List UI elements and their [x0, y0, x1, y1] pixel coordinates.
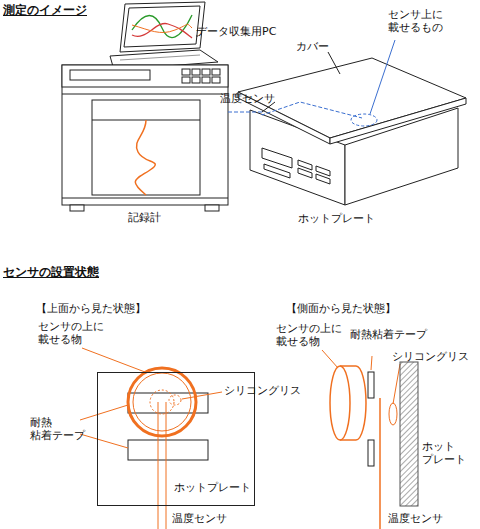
- leader-line: [80, 348, 400, 448]
- part-label: 温度センサ: [220, 92, 275, 105]
- heading: センサの設置状態: [3, 265, 99, 279]
- part-label: 耐熱 粘着テープ: [30, 416, 85, 442]
- part-label: シリコングリス: [224, 384, 301, 397]
- hot-plate: [238, 58, 466, 205]
- heading: 測定のイメージ: [3, 3, 87, 17]
- device-label: データ収集用PC: [196, 25, 276, 38]
- device-label: ホットプレート: [298, 212, 375, 225]
- device-label: 記録計: [128, 211, 161, 224]
- view-title: 【上面から見た状態】: [36, 302, 146, 315]
- node-label: ホットプレート: [174, 481, 251, 494]
- recorder: [62, 65, 228, 211]
- part-label: センサ上に 載せるもの: [388, 8, 443, 34]
- part-label: 温度センサ: [388, 512, 443, 525]
- part-label: センサの上に 載せる物: [38, 320, 104, 346]
- part-label: カバー: [296, 40, 329, 53]
- part-label: ホット プレート: [422, 440, 466, 466]
- part-label: シリコングリス: [392, 350, 469, 363]
- part-label: 耐熱粘着テープ: [350, 328, 427, 341]
- view-title: 【側面から見た状態】: [286, 302, 396, 315]
- part-label: 温度センサ: [172, 512, 227, 525]
- part-label: センサの上に 載せる物: [276, 322, 342, 348]
